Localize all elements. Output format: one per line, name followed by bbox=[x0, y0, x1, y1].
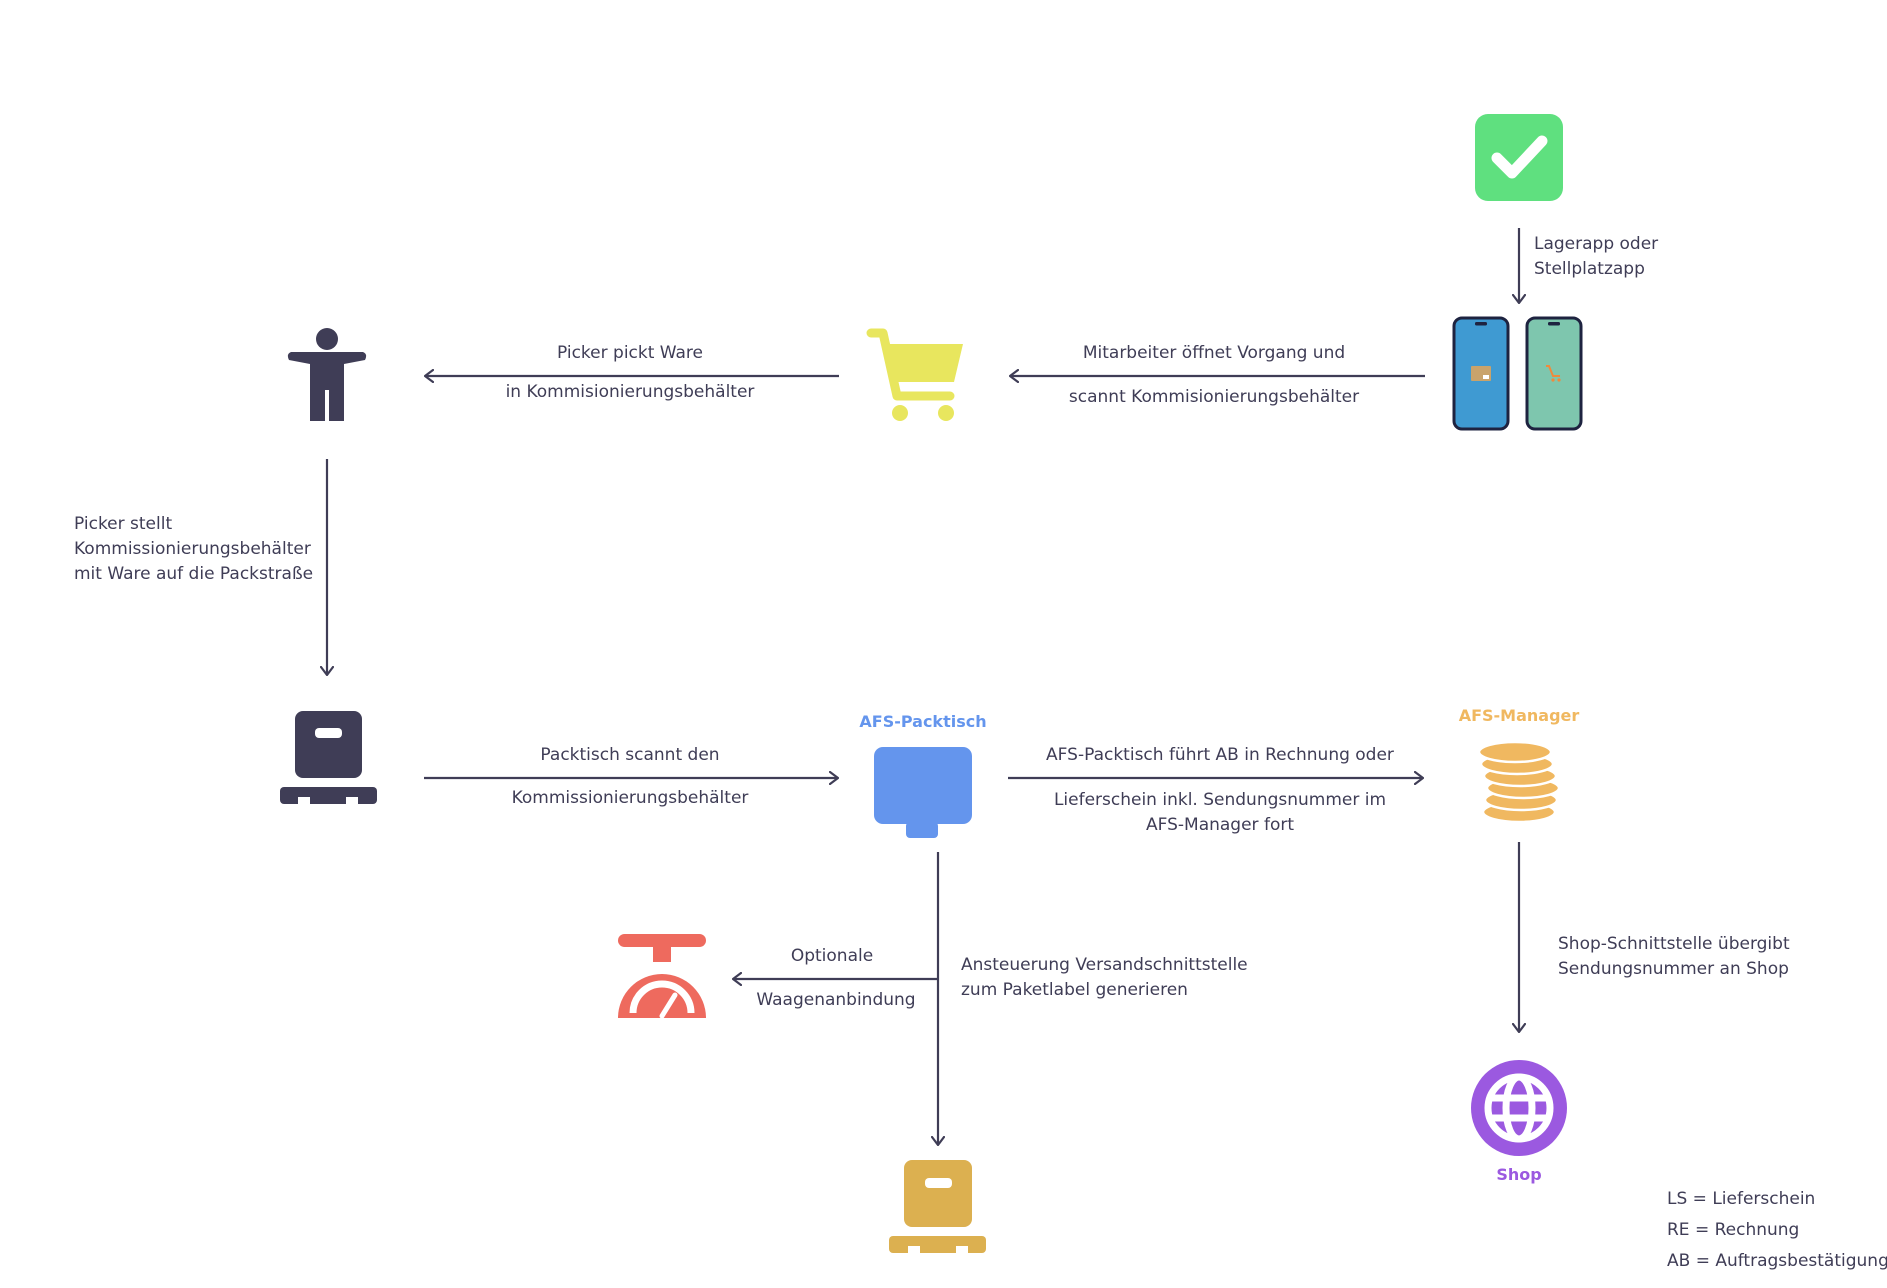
manager-title: AFS-Manager bbox=[1458, 706, 1580, 725]
label-packtisch-scannt-line-2: Kommissionierungsbehälter bbox=[511, 788, 749, 808]
phone-left-icon bbox=[1452, 316, 1510, 431]
label-shop-schnitt-line-2: Sendungsnummer an Shop bbox=[1558, 959, 1789, 979]
label-mitarbeiter-line-1: Mitarbeiter öffnet Vorgang und bbox=[1082, 343, 1346, 363]
label-picker-stellt-line-1: Picker stellt bbox=[74, 514, 173, 534]
label-shop-schnitt-line-1: Shop-Schnittstelle übergibt bbox=[1558, 934, 1790, 954]
legend-re: RE = Rechnung bbox=[1667, 1220, 1800, 1240]
label-waage-line-1: Optionale bbox=[790, 946, 874, 966]
legend-ab: AB = Auftragsbestätigung bbox=[1667, 1251, 1887, 1271]
packtisch-title: AFS-Packtisch bbox=[859, 712, 987, 731]
label-picker-stellt-line-3: mit Ware auf die Packstraße bbox=[74, 564, 314, 584]
legend-ls: LS = Lieferschein bbox=[1667, 1189, 1816, 1209]
label-afs-fuehrt-line-1: AFS-Packtisch führt AB in Rechnung oder bbox=[1046, 745, 1394, 765]
label-lagerapp-line-1: Lagerapp oder bbox=[1534, 234, 1659, 254]
legend: LS = Lieferschein RE = Rechnung AB = Auf… bbox=[1667, 1184, 1887, 1277]
label-picker-stellt: Picker stellt Kommissionierungsbehälter … bbox=[74, 512, 313, 587]
label-mitarbeiter-line-2: scannt Kommisionierungsbehälter bbox=[1068, 387, 1360, 407]
label-versand-line-2: zum Paketlabel generieren bbox=[961, 980, 1188, 1000]
arrows bbox=[327, 228, 1519, 1145]
label-afs-fuehrt-line-3: AFS-Manager fort bbox=[1146, 815, 1294, 835]
label-shop-schnitt: Shop-Schnittstelle übergibt Sendungsnumm… bbox=[1558, 932, 1790, 982]
monitor-icon bbox=[874, 747, 972, 838]
label-lagerapp: Lagerapp oder Stellplatzapp bbox=[1534, 232, 1658, 282]
label-afs-fuehrt-line-2: Lieferschein inkl. Sendungsnummer im bbox=[1053, 790, 1387, 810]
pallet-gold-icon bbox=[889, 1160, 986, 1254]
coins-icon bbox=[1477, 740, 1561, 824]
label-picker-pickt-line-1: Picker pickt Ware bbox=[556, 343, 704, 363]
person-icon bbox=[287, 328, 367, 421]
label-picker-pickt-line-2: in Kommisionierungsbehälter bbox=[505, 382, 755, 402]
label-waage-line-2: Waagenanbindung bbox=[756, 990, 916, 1010]
cart-icon bbox=[866, 328, 963, 421]
label-lagerapp-line-2: Stellplatzapp bbox=[1534, 259, 1645, 279]
label-versand: Ansteuerung Versandschnittstelle zum Pak… bbox=[961, 953, 1248, 1003]
globe-icon bbox=[1471, 1060, 1567, 1156]
phones-icon bbox=[1452, 316, 1583, 431]
shop-title: Shop bbox=[1496, 1165, 1542, 1184]
check-icon bbox=[1475, 114, 1563, 201]
label-picker-stellt-line-2: Kommissionierungsbehälter bbox=[74, 539, 311, 559]
pallet-dark-icon bbox=[280, 711, 377, 805]
label-packtisch-scannt-line-1: Packtisch scannt den bbox=[540, 745, 720, 765]
phone-right-icon bbox=[1525, 316, 1583, 431]
label-versand-line-1: Ansteuerung Versandschnittstelle bbox=[961, 955, 1248, 975]
scale-icon bbox=[618, 934, 706, 1019]
